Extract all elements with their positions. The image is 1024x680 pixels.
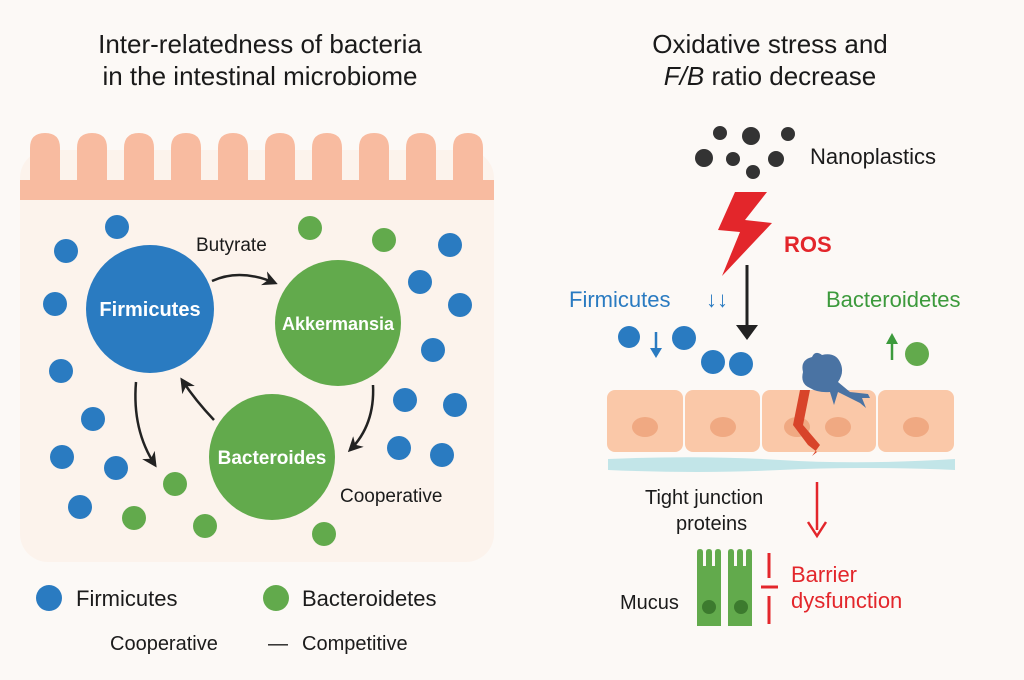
bacteroidetes-increase-label: Bacteroidetes <box>826 287 961 312</box>
firmicutes-dot <box>408 270 432 294</box>
firmicutes-double-down-icon: ↓↓ <box>706 287 728 312</box>
left-title-line1: Inter-relatedness of bacteria <box>98 29 422 59</box>
villus <box>265 133 295 185</box>
tight-junction-label-line1: Tight junction <box>645 487 763 509</box>
tight-junction-label-line2: proteins <box>676 513 747 535</box>
firmicutes-dot <box>54 239 78 263</box>
legend-competitive-label: Competitive <box>302 633 408 655</box>
villus <box>312 133 342 185</box>
villus <box>359 133 389 185</box>
legend-firmicutes-label: Firmicutes <box>76 586 177 611</box>
firmicutes-dot <box>393 388 417 412</box>
legend-dash: — <box>268 633 288 655</box>
bacteroidetes-dot <box>122 506 146 530</box>
bacteroides-node <box>209 394 335 520</box>
mucus-label: Mucus <box>620 592 679 614</box>
legend-firmicutes-swatch <box>36 585 62 611</box>
right-panel-title: Oxidative stress and F/B ratio decrease <box>540 28 1000 92</box>
villi-epithelium <box>20 133 494 200</box>
epithelial-cells <box>607 390 954 452</box>
legend-bacteroidetes-swatch <box>263 585 289 611</box>
firmicutes-dot <box>105 215 129 239</box>
villus <box>406 133 436 185</box>
villus <box>30 133 60 185</box>
villus <box>171 133 201 185</box>
right-title-line2: F/B ratio decrease <box>540 60 1000 92</box>
bacteroides-to-firmicutes-arrow <box>180 377 215 421</box>
cell-nucleus <box>903 417 929 437</box>
cell-nucleus <box>632 417 658 437</box>
barrier-break-icon <box>761 553 778 624</box>
nanoplastic-particles <box>695 126 795 179</box>
butyrate-label: Butyrate <box>196 235 267 256</box>
cooperative-label: Cooperative <box>340 486 442 507</box>
firmicutes-dot <box>438 233 462 257</box>
bacteria-dots <box>43 215 472 546</box>
firmicutes-dot <box>387 436 411 460</box>
butyrate-arrow <box>211 271 278 286</box>
barrier-label-line1: Barrier <box>791 562 857 587</box>
bacteroidetes-dot <box>193 514 217 538</box>
firmicutes-dot <box>49 359 73 383</box>
right-title-line2-rest: ratio decrease <box>704 61 877 91</box>
goblet-cells-icon <box>697 549 752 626</box>
firmicutes-dot <box>104 456 128 480</box>
villus <box>453 133 483 185</box>
ros-label: ROS <box>784 232 832 257</box>
firmicutes-dots-right <box>618 326 753 376</box>
invading-bacterium-icon <box>802 352 870 408</box>
bacteroidetes-dot <box>298 216 322 240</box>
mucus-layer <box>608 457 955 472</box>
left-panel-title: Inter-relatedness of bacteria in the int… <box>40 28 480 92</box>
firmicutes-down-arrow <box>134 381 157 468</box>
firmicutes-dot <box>443 393 467 417</box>
nanoplastics-label: Nanoplastics <box>810 144 936 169</box>
firmicutes-decrease-label: Firmicutes <box>569 287 670 312</box>
firmicutes-node <box>86 245 214 373</box>
epithelium-crack <box>793 390 820 456</box>
firmicutes-dot <box>448 293 472 317</box>
fb-ratio-italic: F/B <box>663 61 705 91</box>
firmicutes-dot <box>421 338 445 362</box>
tight-junction-down-arrowhead <box>806 521 828 539</box>
left-title-line2: in the intestinal microbiome <box>102 61 418 91</box>
firmicutes-dot <box>81 407 105 431</box>
akkermansia-node <box>275 260 401 386</box>
legend-cooperative-label: Cooperative <box>110 633 218 655</box>
legend-bacteroidetes-label: Bacteroidetes <box>302 586 437 611</box>
firmicutes-node-label: Firmicutes <box>99 299 200 321</box>
bacteroidetes-dot-right <box>905 342 929 366</box>
right-title-line1: Oxidative stress and <box>652 29 888 59</box>
villus <box>77 133 107 185</box>
villus <box>218 133 248 185</box>
akkermansia-node-label: Akkermansia <box>282 314 395 334</box>
ros-lightning-icon <box>718 192 772 276</box>
bacteroidetes-dot <box>163 472 187 496</box>
epithelial-cell <box>762 390 876 452</box>
villus <box>124 133 154 185</box>
firmicutes-dot <box>430 443 454 467</box>
bacteroidetes-up-arrowhead <box>886 333 898 344</box>
bacteroidetes-dot <box>312 522 336 546</box>
akkermansia-to-bacteroides-arrow <box>347 384 375 453</box>
bacteroidetes-dot <box>372 228 396 252</box>
bacteroides-node-label: Bacteroides <box>218 448 327 469</box>
barrier-label-line2: dysfunction <box>791 588 902 613</box>
firmicutes-dot <box>43 292 67 316</box>
cell-nucleus <box>825 417 851 437</box>
firmicutes-dot <box>68 495 92 519</box>
firmicutes-dot <box>50 445 74 469</box>
firmicutes-down-arrowhead <box>650 348 662 358</box>
ros-down-arrowhead <box>736 325 758 340</box>
cell-nucleus <box>710 417 736 437</box>
